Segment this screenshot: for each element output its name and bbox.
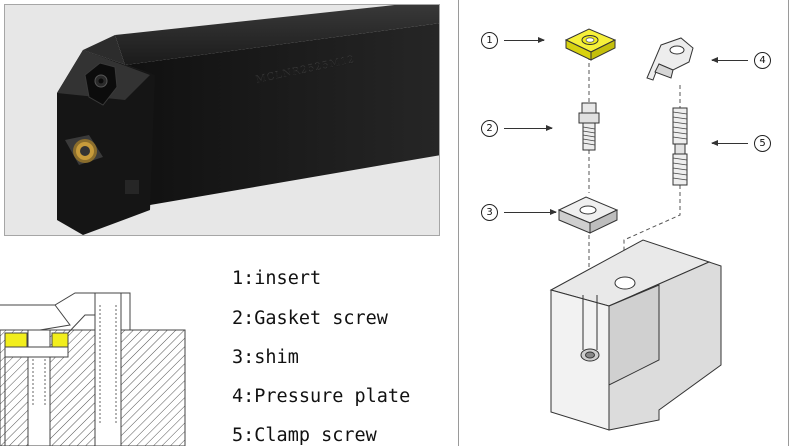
shank-side	[125, 23, 439, 205]
arrow-right-icon	[504, 125, 553, 131]
pressure-plate-part	[646, 37, 694, 81]
tool-holder-photo: MCLNR2525M12	[4, 4, 440, 236]
legend-item-pressure-plate: 4:Pressure plate	[232, 386, 411, 407]
clamp-screw-section	[94, 292, 122, 446]
cross-section-drawing	[0, 285, 200, 446]
callout-number-4: 4	[754, 52, 771, 69]
insert-part	[564, 28, 617, 61]
arrow-left-icon	[711, 140, 748, 146]
legend-item-insert: 1:insert	[232, 268, 322, 289]
callout-number-3: 3	[481, 204, 498, 221]
tool-holder-illustration	[57, 5, 439, 235]
arrow-left-icon	[711, 57, 748, 63]
callout-4: 4	[711, 52, 771, 69]
callout-3: 3	[481, 204, 557, 221]
tool-head-block	[549, 239, 722, 431]
clamp-screw-part	[672, 107, 688, 186]
gasket-screw-part	[578, 102, 600, 151]
callout-number-1: 1	[481, 32, 498, 49]
shim-part	[557, 196, 619, 234]
shank-top	[115, 5, 439, 65]
callout-2: 2	[481, 120, 553, 137]
callout-1: 1	[481, 32, 545, 49]
arrow-right-icon	[504, 37, 545, 43]
arrow-right-icon	[504, 209, 557, 215]
legend-item-gasket-screw: 2:Gasket screw	[232, 308, 388, 329]
legend-item-clamp-screw: 5:Clamp screw	[232, 425, 377, 446]
legend-item-shim: 3:shim	[232, 347, 299, 368]
callout-5: 5	[711, 135, 771, 152]
callout-number-5: 5	[754, 135, 771, 152]
callout-number-2: 2	[481, 120, 498, 137]
insert-section	[4, 332, 28, 348]
exploded-view-diagram: 1 2 3 4 5	[458, 0, 789, 446]
